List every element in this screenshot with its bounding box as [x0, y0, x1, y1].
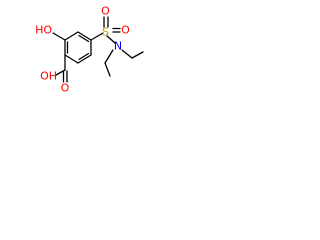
ring-double-inner-2: [78, 52, 90, 61]
atom-label-n: N: [114, 40, 122, 53]
atom-label-o-carbonyl: O: [61, 82, 70, 95]
atom-label-ho: HO: [35, 24, 52, 37]
atom-label-s: S: [102, 26, 109, 39]
bond-n-ethyl-left-2: [104, 62, 111, 77]
bond-ring-to-ho: [52, 32, 66, 41]
bond-n-ethyl-left-1: [104, 49, 114, 64]
atom-label-layer: HO S O O N OH O: [35, 5, 130, 95]
ring-bond-c6-c1: [64, 31, 79, 41]
bond-layer: [52, 16, 144, 83]
bond-n-ethyl-right-1: [121, 49, 133, 59]
molecule-diagram: HO S O O N OH O: [35, 5, 144, 95]
ring-double-inner-1: [78, 34, 90, 43]
bond-ring-to-s: [90, 32, 104, 41]
atom-label-oh-acid: OH: [40, 70, 57, 83]
ring-bond-c3-c4: [77, 54, 92, 64]
ring-bond-c1-c2: [77, 31, 92, 41]
bond-s-to-n: [106, 35, 116, 44]
ring-bond-c4-c5: [64, 54, 79, 64]
atom-label-o-right: O: [121, 24, 130, 37]
bond-n-ethyl-right-2: [131, 51, 144, 59]
atom-label-o-top: O: [101, 5, 110, 18]
structure-canvas: HO S O O N OH O: [0, 0, 183, 127]
